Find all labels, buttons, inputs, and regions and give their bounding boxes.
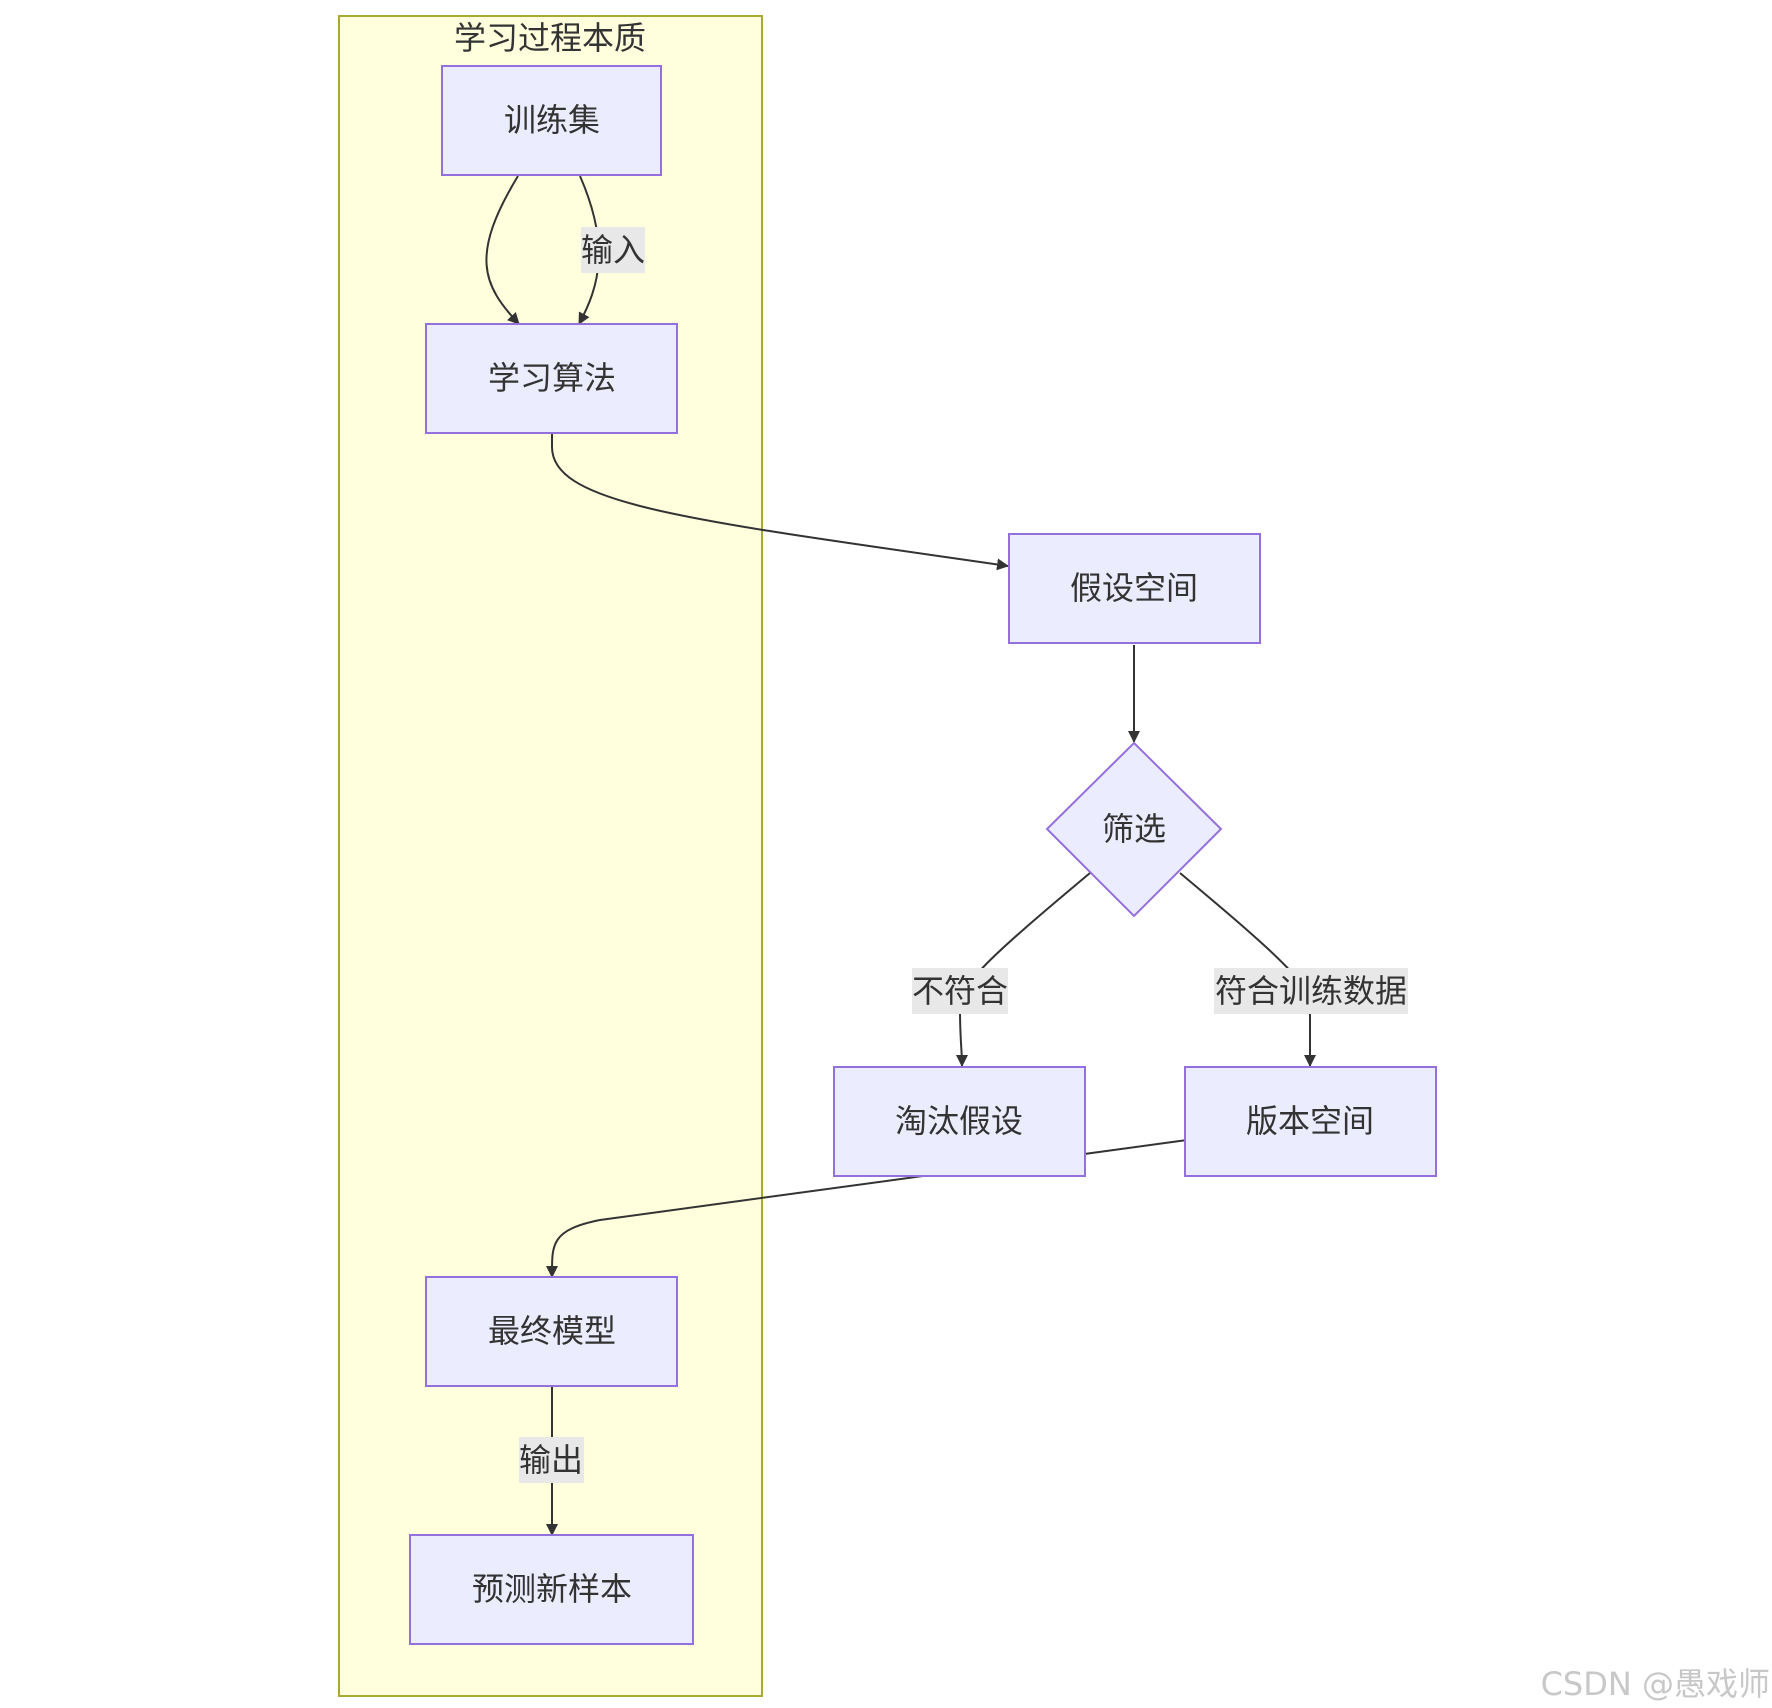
node-version-space-label: 版本空间: [1246, 1102, 1374, 1140]
edge-label-input: 输入: [581, 227, 645, 273]
node-final-model-label: 最终模型: [488, 1312, 616, 1350]
node-eliminate[interactable]: 淘汰假设: [833, 1066, 1086, 1177]
node-filter-diamond[interactable]: [1045, 741, 1223, 918]
edge-label-match: 符合训练数据: [1214, 968, 1408, 1014]
cluster-title: 学习过程本质: [454, 19, 646, 57]
node-training-set-box[interactable]: [441, 65, 662, 176]
node-learning-algorithm[interactable]: 学习算法: [425, 323, 678, 434]
watermark: CSDN @愚戏师: [1541, 1665, 1770, 1703]
edge-algorithm-to-hypothesis: [551, 434, 1009, 571]
node-predict-box[interactable]: [409, 1534, 694, 1645]
edge-label-output-text: 输出: [519, 1441, 583, 1479]
node-filter[interactable]: 筛选: [1045, 741, 1223, 918]
edge-label-match-text: 符合训练数据: [1215, 972, 1407, 1010]
node-predict[interactable]: 预测新样本: [409, 1534, 694, 1645]
edge-label-input-bg: [581, 227, 645, 273]
edge-training-to-algorithm-a: [485, 175, 520, 325]
edge-label-mismatch-bg: [912, 968, 1008, 1014]
node-predict-label: 预测新样本: [472, 1570, 632, 1608]
node-training-set[interactable]: 训练集: [441, 65, 662, 176]
edge-label-mismatch-text: 不符合: [912, 972, 1008, 1010]
node-version-space[interactable]: 版本空间: [1184, 1066, 1437, 1177]
node-hypothesis-space-box[interactable]: [1008, 533, 1261, 644]
edge-label-input-text: 输入: [581, 231, 645, 269]
node-learning-algorithm-box[interactable]: [425, 323, 678, 434]
edge-label-output-bg: [519, 1437, 584, 1483]
node-learning-algorithm-label: 学习算法: [488, 359, 616, 397]
edge-label-mismatch: 不符合: [912, 968, 1008, 1014]
node-final-model-box[interactable]: [425, 1276, 678, 1387]
node-final-model[interactable]: 最终模型: [425, 1276, 678, 1387]
edge-label-output: 输出: [519, 1437, 584, 1483]
node-eliminate-label: 淘汰假设: [895, 1102, 1023, 1140]
cluster-learning-process: 学习过程本质: [338, 15, 763, 1697]
node-version-space-box[interactable]: [1184, 1066, 1437, 1177]
node-hypothesis-space[interactable]: 假设空间: [1008, 533, 1261, 644]
edge-label-match-bg: [1214, 968, 1408, 1014]
node-hypothesis-space-label: 假设空间: [1070, 569, 1198, 607]
node-filter-label: 筛选: [1102, 810, 1166, 848]
edge-version-space-to-final-model: [545, 1139, 1188, 1278]
cluster-box: [338, 15, 763, 1697]
node-eliminate-box[interactable]: [833, 1066, 1086, 1177]
node-training-set-label: 训练集: [504, 101, 600, 139]
